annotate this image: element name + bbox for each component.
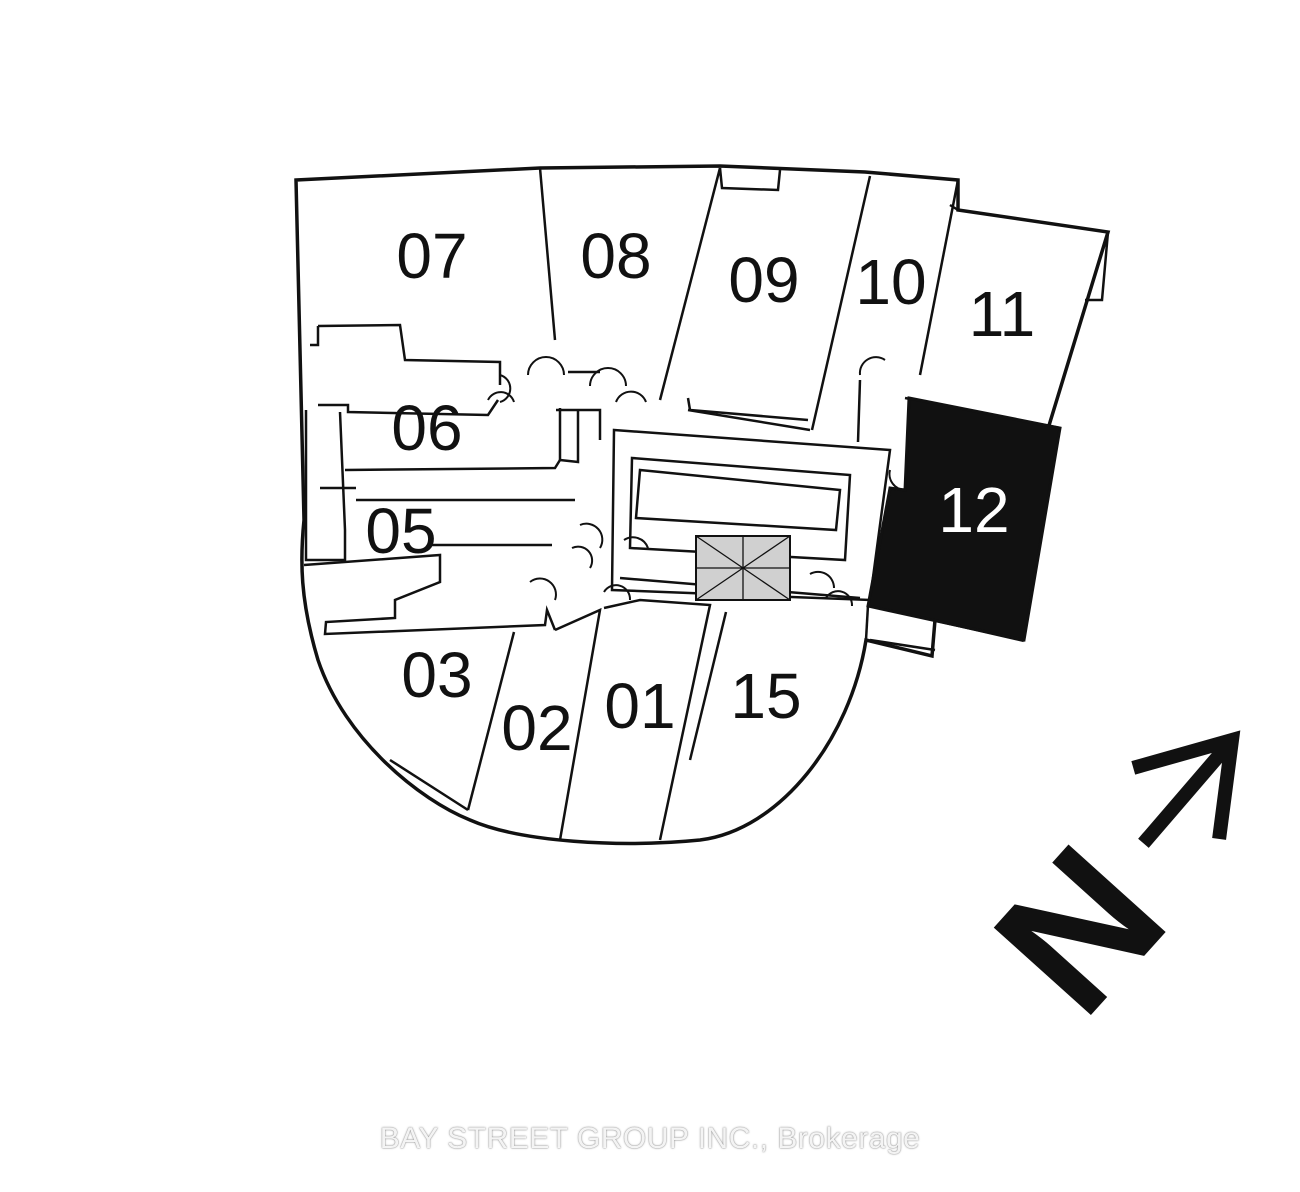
unit-label-03[interactable]: 03 [401, 639, 472, 711]
unit-label-10[interactable]: 10 [855, 246, 926, 318]
unit-label-02[interactable]: 02 [501, 692, 572, 764]
unit-12-highlight[interactable] [866, 396, 1062, 642]
unit-label-05[interactable]: 05 [365, 495, 436, 567]
north-arrow-icon [1131, 730, 1241, 848]
unit-label-08[interactable]: 08 [580, 220, 651, 292]
building-outline [294, 164, 1111, 846]
building-core [610, 428, 892, 602]
watermark-text: BAY STREET GROUP INC., Brokerage [379, 1122, 921, 1155]
north-letter: N [955, 808, 1204, 1052]
unit-label-11[interactable]: 11 [969, 278, 1035, 350]
unit-label-12[interactable]: 12 [938, 474, 1009, 546]
unit-label-15[interactable]: 15 [730, 660, 801, 732]
unit-label-09[interactable]: 09 [728, 244, 799, 316]
unit-label-06[interactable]: 06 [391, 392, 462, 464]
unit-labels: 07 08 09 10 11 06 12 05 03 02 01 15 [365, 220, 1035, 764]
door-swings [487, 356, 906, 607]
unit-label-07[interactable]: 07 [396, 220, 467, 292]
unit-label-01[interactable]: 01 [604, 670, 675, 742]
unit-walls [303, 167, 1110, 841]
north-arrow: N [955, 730, 1241, 1052]
